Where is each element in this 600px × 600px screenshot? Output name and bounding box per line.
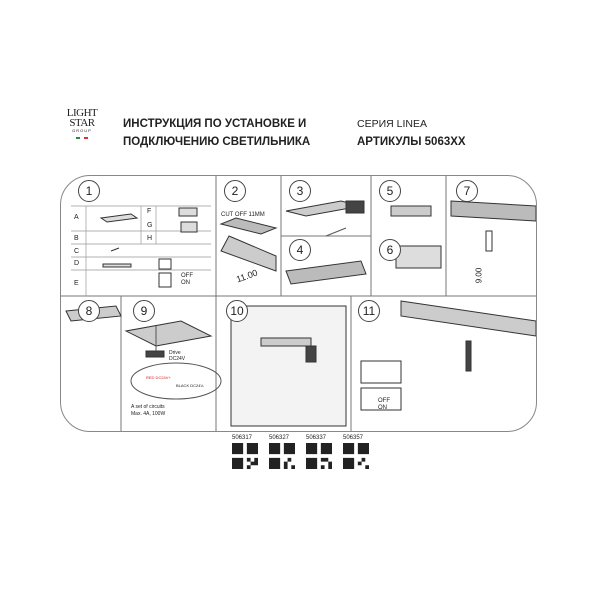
on-label-top: ON: [181, 280, 190, 286]
step-11-number: 11: [358, 300, 380, 322]
circuits-note-1: A set of circuits: [131, 404, 165, 410]
articles-line: АРТИКУЛЫ 5063ХХ: [357, 136, 466, 148]
step-8-number: 8: [78, 300, 100, 322]
brand-logo: LIGHT STAR GROUP: [60, 108, 104, 139]
cutoff-label: CUT OFF 11MM: [221, 212, 265, 218]
step-7-number: 7: [456, 180, 478, 202]
title-line2: ПОДКЛЮЧЕНИЮ СВЕТИЛЬНИКА: [123, 136, 311, 148]
step-6-number: 6: [379, 239, 401, 261]
step-5-number: 5: [379, 180, 401, 202]
series-line: СЕРИЯ LINEA: [357, 118, 427, 130]
step-3-number: 3: [289, 180, 311, 202]
brand-line3: GROUP: [72, 128, 92, 133]
on-label-bottom: ON: [378, 405, 387, 411]
instruction-title: ИНСТРУКЦИЯ ПО УСТАНОВКЕ И ПОДКЛЮЧЕНИЮ СВ…: [123, 115, 310, 151]
qr-code-icon: [343, 443, 369, 469]
dimension-9: 9.00: [474, 267, 484, 284]
off-label-bottom: OFF: [378, 398, 390, 404]
part-g: G: [147, 222, 153, 229]
flag-icon: [76, 137, 88, 139]
part-h: H: [147, 235, 153, 242]
black-wire-label: BLACK DC24V-: [176, 383, 205, 388]
part-e: E: [74, 280, 79, 287]
step-1-number: 1: [78, 180, 100, 202]
code-label: 506327: [269, 435, 290, 441]
code-label: 506357: [343, 435, 364, 441]
qr-codes: 506317 506327 506337 506357: [232, 435, 372, 475]
circuits-note-2: Max. 4A, 100W: [131, 411, 166, 417]
part-c: C: [74, 248, 80, 255]
part-d: D: [74, 260, 80, 267]
part-f: F: [147, 208, 152, 215]
brand-line1: LIGHT: [66, 107, 98, 119]
drive-label: Drive: [169, 350, 181, 356]
title-line1: ИНСТРУКЦИЯ ПО УСТАНОВКЕ И: [123, 118, 307, 130]
qr-code-icon: [306, 443, 332, 469]
brand-line2: STAR: [69, 117, 95, 129]
instruction-panel: 1 2 3 4 5 6 7 8 9 10 11 A B C D E F G H …: [60, 175, 537, 432]
step-2-number: 2: [224, 180, 246, 202]
dc24v-label: DC24V: [169, 356, 186, 362]
step-4-number: 4: [289, 239, 311, 261]
step-10-number: 10: [226, 300, 248, 322]
series-title: СЕРИЯ LINEA АРТИКУЛЫ 5063ХХ: [357, 115, 466, 151]
step-9-number: 9: [133, 300, 155, 322]
code-label: 506337: [306, 435, 327, 441]
part-a: A: [74, 214, 79, 221]
qr-code-icon: [269, 443, 295, 469]
off-label-top: OFF: [181, 273, 193, 279]
red-wire-label: RED DC24V+: [146, 375, 171, 380]
instruction-drawings: [61, 176, 536, 431]
qr-code-icon: [232, 443, 258, 469]
part-b: B: [74, 235, 79, 242]
code-label: 506317: [232, 435, 253, 441]
